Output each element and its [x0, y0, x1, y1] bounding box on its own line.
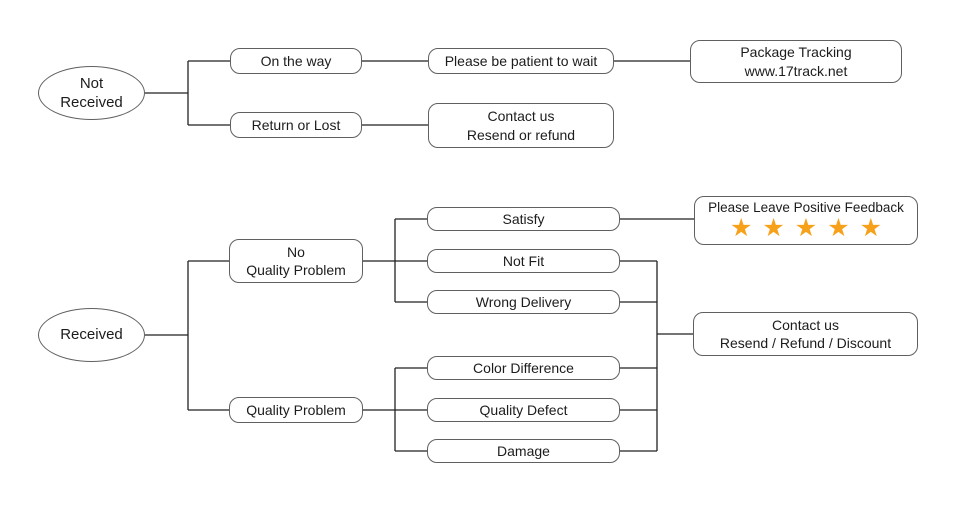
five-star-rating-icon: ★★★★★ [729, 214, 893, 243]
node-quality-problem: Quality Problem [229, 397, 363, 423]
node-please-be-patient: Please be patient to wait [428, 48, 614, 74]
node-label-line2: Resend or refund [466, 126, 576, 143]
node-label: Received [60, 326, 123, 344]
node-label: Wrong Delivery [475, 293, 572, 310]
node-label-line1: Not [79, 74, 104, 92]
node-label: Please Leave Positive Feedback [708, 199, 904, 215]
node-label-line2: Received [60, 94, 123, 111]
node-label: Quality Problem [246, 401, 346, 418]
node-contact-resend-refund: Contact us Resend or refund [428, 103, 614, 148]
node-no-quality-problem: No Quality Problem [229, 239, 363, 283]
node-not-received: Not Received [38, 66, 145, 120]
node-package-tracking: Package Tracking www.17track.net [690, 40, 902, 83]
node-label-line1: Package Tracking [740, 44, 852, 61]
node-damage: Damage [427, 439, 620, 463]
node-label: Color Difference [473, 359, 574, 376]
node-positive-feedback: Please Leave Positive Feedback ★★★★★ [694, 196, 918, 245]
node-on-the-way: On the way [230, 48, 362, 74]
node-label: Please be patient to wait [444, 52, 598, 69]
node-label-line2: Quality Problem [246, 262, 346, 278]
node-label: Not Fit [502, 252, 545, 269]
node-label-line2: Resend / Refund / Discount [719, 335, 892, 351]
node-label: Return or Lost [251, 116, 341, 133]
node-received: Received [38, 308, 145, 362]
node-wrong-delivery: Wrong Delivery [427, 290, 620, 314]
node-not-fit: Not Fit [427, 249, 620, 273]
node-label-line1: Contact us [772, 316, 839, 333]
package-tracking-url: www.17track.net [744, 62, 848, 79]
node-label: Satisfy [502, 210, 545, 227]
node-label: Quality Defect [479, 401, 568, 418]
node-color-difference: Color Difference [427, 356, 620, 380]
node-return-or-lost: Return or Lost [230, 112, 362, 138]
node-quality-defect: Quality Defect [427, 398, 620, 422]
node-satisfy: Satisfy [427, 207, 620, 231]
node-label-line1: Contact us [487, 108, 555, 125]
node-label: Damage [497, 442, 550, 459]
node-contact-resend-refund-discount: Contact us Resend / Refund / Discount [693, 312, 918, 356]
node-label: On the way [260, 52, 332, 69]
node-label-line1: No [287, 243, 305, 260]
